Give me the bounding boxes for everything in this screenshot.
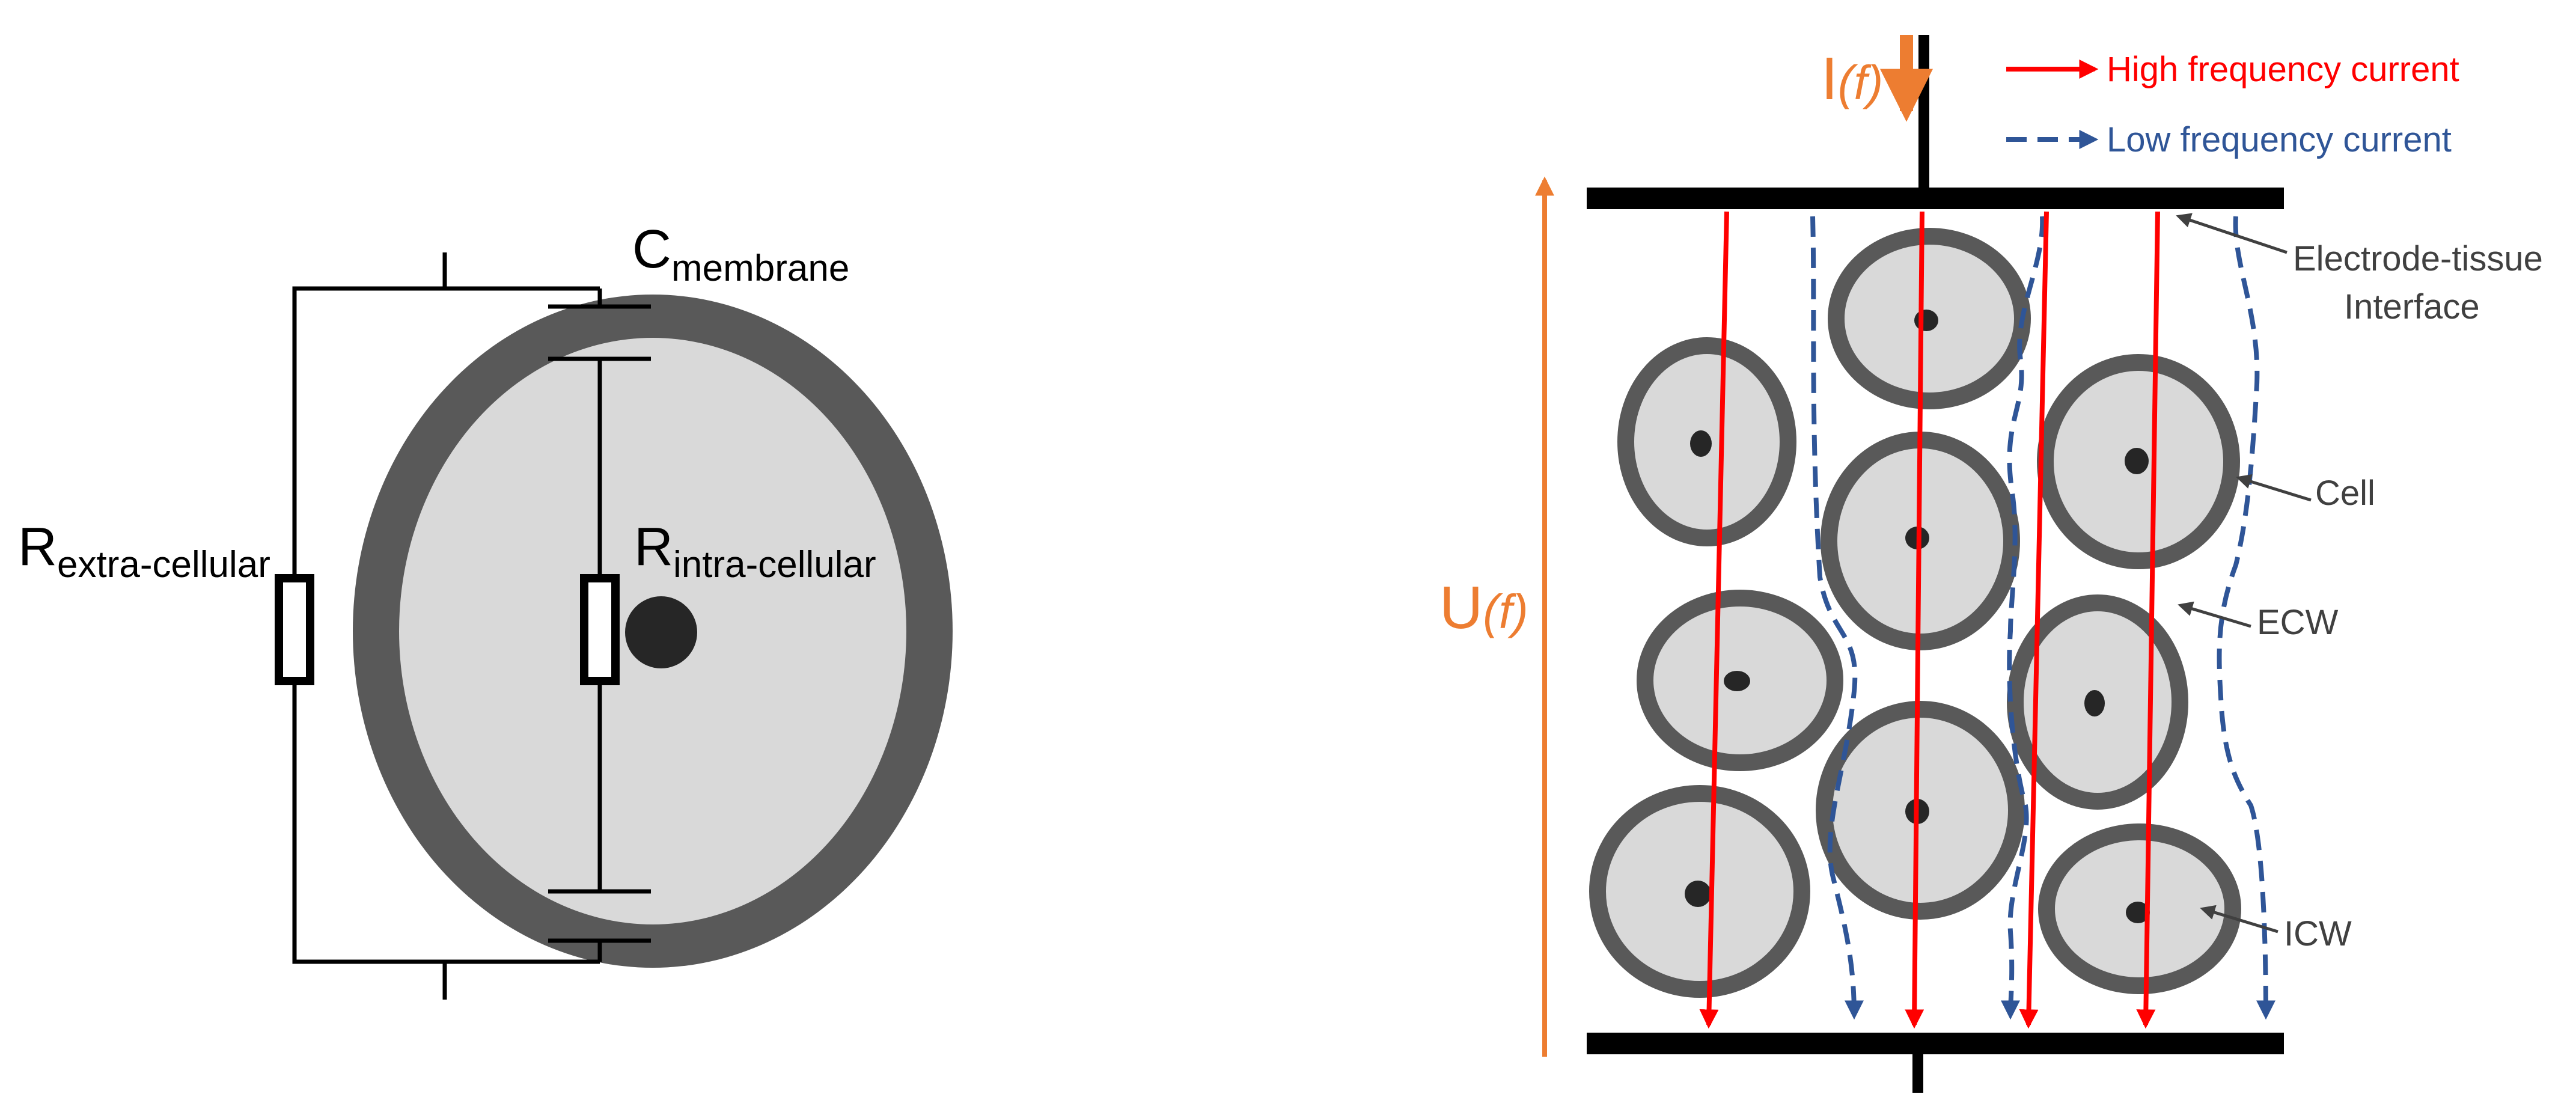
equivalent-circuit-panel: Cmembrane Rextra-cellular Rintra-cellula… (18, 219, 953, 1000)
legend: High frequency current Low frequency cur… (2006, 50, 2459, 159)
electrodes (1587, 35, 2284, 1093)
legend-low-label: Low frequency current (2107, 120, 2452, 159)
legend-high-label: High frequency current (2107, 50, 2459, 89)
resistor-intra-cellular (580, 574, 620, 685)
cell-nucleus (625, 596, 697, 668)
high-frequency-path (1905, 211, 1924, 1029)
nucleus (2084, 690, 2105, 716)
nucleus (2126, 902, 2150, 923)
ecw-pointer (2178, 601, 2251, 628)
nucleus (1724, 671, 1750, 691)
icw-pointer (2200, 905, 2278, 933)
bottom-lead (1912, 1052, 1923, 1093)
high-frequency-path (2019, 211, 2049, 1029)
low-frequency-current-paths (1810, 216, 2275, 1020)
top-electrode (1587, 188, 2284, 209)
interface-pointer (2176, 213, 2288, 254)
current-source: I(f) (1821, 35, 1933, 122)
tissue-current-panel: I(f) U(f) High frequency current Low fre… (1439, 35, 2543, 1093)
ecw-label: ECW (2257, 603, 2339, 642)
low-frequency-path (2001, 216, 2045, 1020)
interface-label-line1: Electrode-tissue (2293, 239, 2543, 278)
high-frequency-path (1699, 211, 1729, 1029)
voltage-label: U(f) (1439, 574, 1528, 641)
high-frequency-path (2136, 211, 2160, 1029)
icw-label: ICW (2284, 914, 2352, 953)
cell-body (353, 295, 953, 968)
bottom-electrode (1587, 1033, 2284, 1054)
resistor-intra-cellular-label: Rintra-cellular (634, 517, 876, 585)
annotations: Electrode-tissue Interface Cell ECW ICW (2176, 213, 2543, 953)
nucleus (2125, 448, 2149, 474)
nucleus (1690, 430, 1712, 457)
cell-label: Cell (2315, 474, 2375, 513)
interface-label-line2: Interface (2344, 287, 2480, 326)
current-label: I(f) (1821, 45, 1883, 112)
resistor-extra-cellular-label: Rextra-cellular (18, 517, 270, 585)
high-frequency-current-paths (1699, 211, 2160, 1029)
low-frequency-path (1810, 216, 1864, 1020)
nucleus (1914, 310, 1938, 331)
voltage-indicator: U(f) (1439, 176, 1554, 1057)
low-frequency-path (2217, 216, 2275, 1020)
resistor-extra-cellular (275, 574, 314, 685)
capacitor-membrane-label: Cmembrane (632, 219, 849, 289)
cell-pointer (2236, 474, 2312, 502)
top-lead (1918, 35, 1929, 191)
nucleus (1685, 881, 1711, 907)
circuit-wires (292, 252, 651, 1000)
